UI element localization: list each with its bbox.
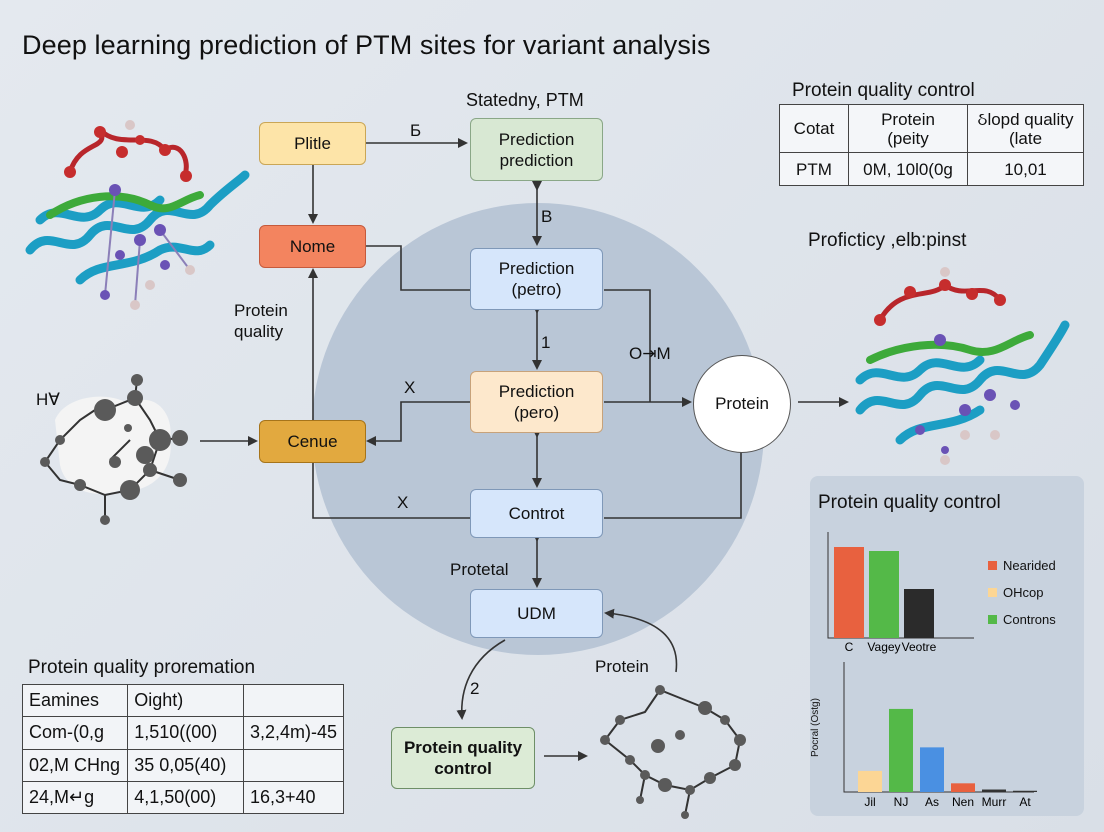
top-table-cell: 0M, 10l0(0g <box>848 152 968 186</box>
bottom-table-cell: 3,2,4m)-45 <box>242 716 345 750</box>
bottom-table-cell: 1,510((00) <box>127 716 244 750</box>
edge-label-2: 2 <box>470 679 480 698</box>
x-tick-label: Murr <box>982 795 1007 809</box>
prediction-mid-line1: Prediction <box>498 259 575 278</box>
bar-murr <box>982 789 1006 792</box>
chart-panel-title: Protein quality control <box>818 492 1001 513</box>
bar-nj <box>889 708 913 792</box>
bottom-table-cell: 24,M↵g <box>21 780 129 815</box>
bottom-table-cell <box>242 748 345 782</box>
edge-label-b-top: Б <box>410 121 422 140</box>
quality-control-line1: Protein quality <box>403 738 523 757</box>
bottom-table-cell <box>242 683 345 718</box>
edge-label-1: 1 <box>541 333 551 352</box>
legend-item: Nearided <box>988 552 1056 579</box>
edge-label-b-mid: B <box>541 207 553 226</box>
legend-item: Controns <box>988 606 1056 633</box>
prediction-top-line2: prediction <box>499 150 574 170</box>
top-table-cell: PTM <box>779 152 849 186</box>
label-protein-quality-line1: Protein <box>234 301 288 320</box>
edge-label-o4m: O⇥M <box>629 344 671 363</box>
bottom-table-cell: Oight) <box>127 683 244 718</box>
x-tick-label: Nen <box>952 795 974 809</box>
legend-label: Controns <box>1003 612 1056 627</box>
quality-control-box[interactable]: Protein quality control <box>391 727 535 789</box>
label-h: HⱯ <box>36 390 60 409</box>
x-tick-label: Vagey <box>867 640 900 654</box>
bottom-table: Eamines Oight) Com-(0,g 1,510((00) 3,2,4… <box>21 683 345 815</box>
prediction-low-box[interactable]: Prediction (pero) <box>470 371 603 433</box>
cenue-box[interactable]: Cenue <box>259 420 366 463</box>
edge-label-x-lower: X <box>397 493 409 512</box>
bottom-table-cell: Com-(0,g <box>21 716 129 750</box>
bottom-table-cell: Eamines <box>21 683 129 718</box>
nome-box[interactable]: Nome <box>259 225 366 268</box>
legend-label: OHcop <box>1003 585 1044 600</box>
bottom-table-cell: 35 0,05(40) <box>127 748 244 782</box>
legend-swatch <box>988 615 997 624</box>
chart-panel: Protein quality control Nearided OHcop C… <box>810 476 1084 816</box>
prediction-low-line1: Prediction <box>498 382 575 401</box>
flow-header-label: Statedny, PTM <box>466 90 584 110</box>
molecule-bottom <box>600 685 746 819</box>
chart-bottom: Jil NJ As Nen Murr At <box>843 662 1037 809</box>
x-tick-label: Jil <box>864 795 875 809</box>
protein-structure-top-left <box>25 120 250 310</box>
bar-at <box>1013 790 1037 792</box>
plitle-box[interactable]: Plitle <box>259 122 366 165</box>
x-tick-label: As <box>925 795 939 809</box>
legend-swatch <box>988 561 997 570</box>
bottom-table-cell: 16,3+40 <box>242 780 345 815</box>
legend-item: OHcop <box>988 579 1056 606</box>
bottom-table-cell: 4,1,50(00) <box>127 780 244 815</box>
protein-structure-right <box>855 267 1070 465</box>
chart-legend: Nearided OHcop Controns <box>988 552 1056 633</box>
molecule-left <box>40 374 188 525</box>
chart-bottom-ylabel: Pocral (Ostg) <box>809 698 821 757</box>
bar-c <box>834 547 864 638</box>
top-table-header-cell: Protein (peity <box>848 104 968 153</box>
page-title: Deep learning prediction of PTM sites fo… <box>22 30 711 60</box>
top-table-title: Protein quality control <box>792 80 975 101</box>
bar-nen <box>951 783 975 792</box>
x-tick-label: C <box>845 640 854 654</box>
control-box[interactable]: Controt <box>470 489 603 538</box>
bar-as <box>920 747 944 792</box>
udm-box[interactable]: UDM <box>470 589 603 638</box>
label-protetal: Protetal <box>450 560 509 579</box>
prediction-top-box[interactable]: Prediction prediction <box>470 118 603 181</box>
top-table-header-cell: ઠlopd quality (late <box>967 104 1084 153</box>
bottom-table-cell: 02,M CHng <box>21 748 129 782</box>
top-table-header-cell: Cotat <box>779 104 849 153</box>
legend-label: Nearided <box>1003 558 1056 573</box>
right-structure-label: Proficticy ,elb:pinst <box>808 230 967 251</box>
edge-label-x-upper: X <box>404 378 416 397</box>
top-table: Cotat Protein (peity ઠlopd quality (late… <box>779 104 1084 186</box>
label-protein-quality-line2: quality <box>234 322 284 341</box>
bottom-table-title: Protein quality proremation <box>28 657 256 678</box>
x-tick-label: At <box>1019 795 1031 809</box>
prediction-mid-line2: (petro) <box>511 280 562 299</box>
top-table-cell: 10,01 <box>967 152 1084 186</box>
prediction-low-line2: (pero) <box>513 403 560 422</box>
bar-veotre <box>904 589 934 638</box>
x-tick-label: Veotre <box>902 640 937 654</box>
protein-node[interactable]: Protein <box>693 355 791 453</box>
x-tick-label: NJ <box>894 795 909 809</box>
prediction-mid-box[interactable]: Prediction (petro) <box>470 248 603 310</box>
quality-control-line2: control <box>434 759 492 778</box>
label-protein-bottom: Protein <box>595 657 649 676</box>
prediction-top-line1: Prediction <box>498 129 575 149</box>
bar-jil <box>858 770 882 792</box>
bar-vagey <box>869 551 899 638</box>
legend-swatch <box>988 588 997 597</box>
